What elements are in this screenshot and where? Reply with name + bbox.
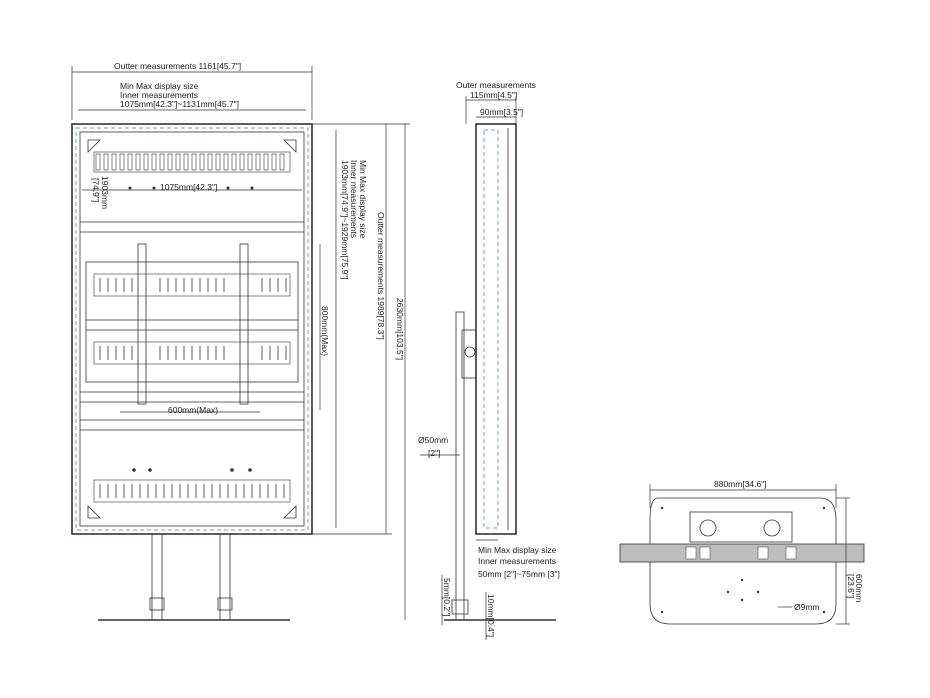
corner-bracket [87,139,101,153]
hole-diameter-label: Ø9mm [794,602,820,612]
stand-collar-right [217,597,233,611]
base-width-label: 880mm[34.6"] [714,479,767,489]
frame-inner [79,131,305,527]
pole-clamp [464,346,476,358]
inner-title: Min Max display size [120,81,199,91]
inner-height-mm: 1903mm [100,176,110,209]
inner-subtitle: Inner measurements [120,90,198,100]
vent-grille-top [93,151,291,173]
vent-grille-bottom [93,479,291,503]
vent-grille-middle-1 [93,273,291,297]
enclosure-side [475,123,517,535]
outer-height-label: Outter measurements 1989[78.3"] [376,212,386,340]
pole-diameter-label: Ø50mm [418,435,448,445]
screw-holes [128,186,254,472]
mount-bracket [689,511,793,543]
vesa-width-label: 600mm(Max) [168,405,218,415]
total-height-label: 2630mm[103.5"] [395,298,405,360]
vertical-subtitle: Inner measurements [349,160,359,238]
side-title: Outer measurements [456,80,536,90]
corner-bracket [87,505,101,519]
pole-hole-right [763,519,781,537]
frame-outer [71,123,313,535]
base-depth-label: 600mm [854,574,864,602]
side-display-title: Min Max display size [478,545,557,555]
vesa-arm-left [137,243,147,405]
vertical-range: 1903mm[74.9"]~1929mm[75.9"] [340,160,350,280]
base-view: 880mm[34.6"] 600mm [23.6"] Ø9mm [619,479,865,625]
vent-grille-middle-2 [93,341,291,365]
side-collar [451,599,469,615]
vesa-arm-right [239,243,249,405]
vesa-height-label: 800mm(Max) [320,306,330,356]
base-gap-label: 5mm[0.2"] [442,578,452,616]
inner-width-label: 1075mm[42.3"] [160,182,217,192]
depth-inner-label: 90mm[3.5"] [480,107,523,117]
base-depth-in-label: [23.6"] [846,574,856,598]
inner-width-range: 1075mm[42.3"]~1131mm[45.7"] [120,99,239,109]
corner-bracket [283,139,297,153]
base-plate-outline [649,497,837,625]
stand-post-left [151,533,163,621]
side-display-subtitle: Inner measurements [478,556,556,566]
pole-hole-left [699,519,717,537]
side-pole [455,311,465,621]
outer-width-label: Outter measurements 1161[45.7"] [114,61,241,71]
rail-slots [685,546,797,560]
stand-collar-left [149,597,165,611]
base-holes [660,506,826,614]
vertical-title: Min Max display size [358,160,368,239]
front-view: Outter measurements 1161[45.7"] Min Max … [71,61,410,621]
depth-outer-label: 115mm[4.5"] [470,90,517,100]
display-outline-dashed [75,127,309,531]
base-top-rail [619,543,865,563]
corner-bracket [283,505,297,519]
stand-post-right [219,533,231,621]
side-display-range: 50mm [2"]~75mm [3"] [478,569,560,579]
pole-bracket [461,329,477,379]
side-view: Outer measurements 115mm[4.5"] 90mm[3.5"… [418,80,560,640]
display-side-dashed [483,129,499,529]
inner-height-in: [74.9"] [91,178,101,202]
vesa-plate [85,261,299,383]
base-thickness-label: 10mm[0.4"] [486,594,496,637]
pole-diameter-in-label: [2"] [428,448,440,458]
